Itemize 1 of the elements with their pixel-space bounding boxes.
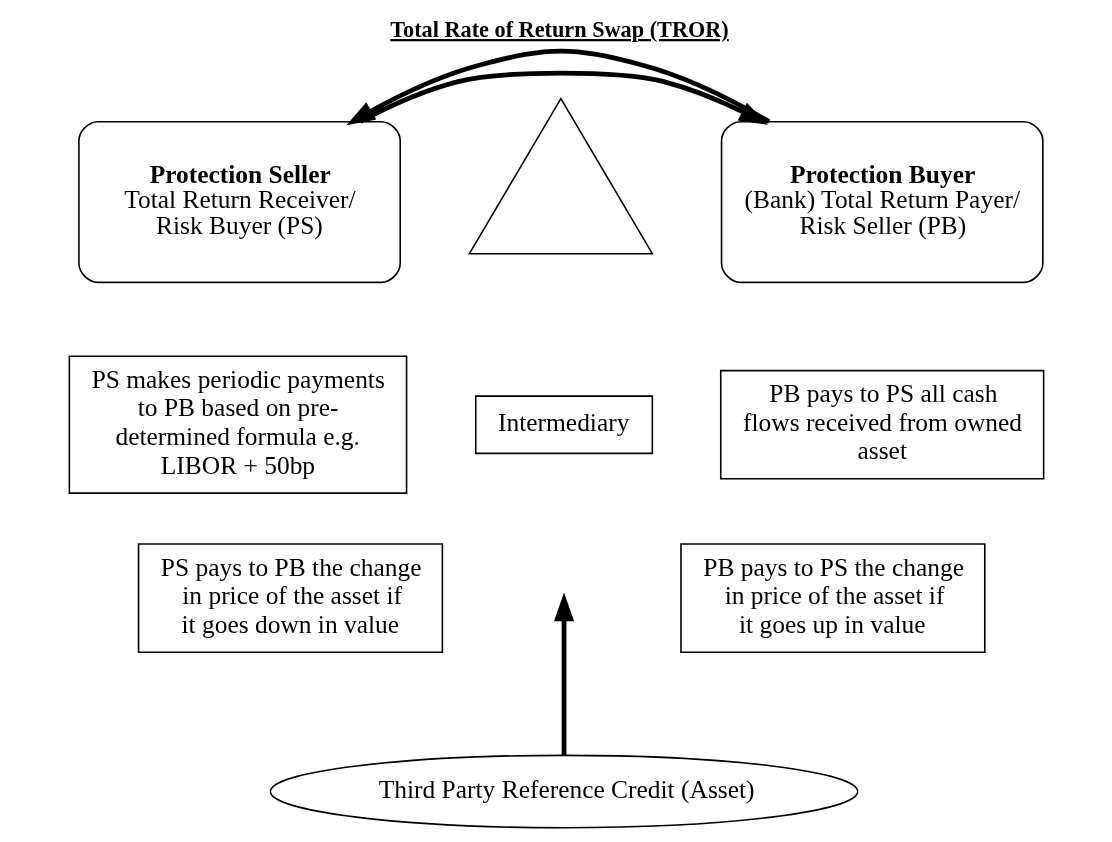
diagram-title: Total Rate of Return Swap (TROR) (389, 17, 729, 43)
